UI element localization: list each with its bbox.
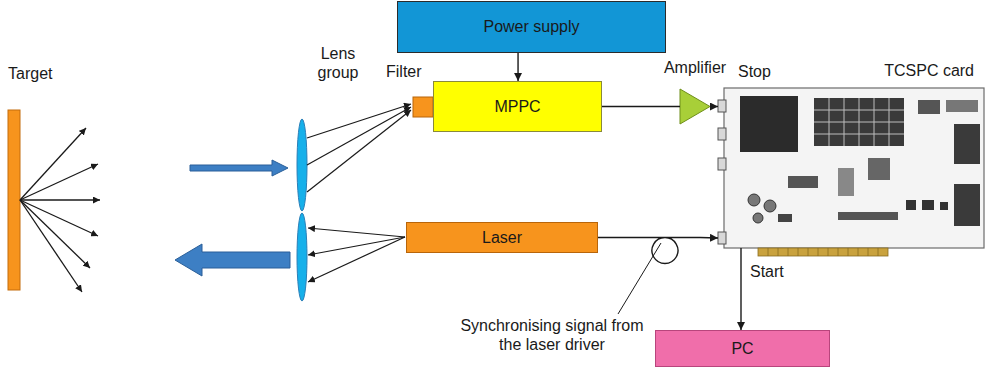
detector-box: MPPC	[433, 81, 602, 132]
leader-line	[618, 243, 661, 314]
pc-box: PC	[655, 330, 830, 367]
transmit-lens	[297, 213, 307, 301]
transmit-rays	[308, 228, 405, 282]
lens-label: Lens group	[310, 44, 366, 82]
component-heading: TCSPC card	[884, 62, 974, 80]
component-heading: Amplifier	[664, 59, 726, 77]
receive-lens	[297, 119, 307, 211]
amplifier-symbol	[680, 89, 710, 124]
tcspc-card-picture	[718, 88, 984, 256]
receive-rays	[307, 104, 411, 192]
signal-connector	[602, 106, 680, 107]
target-label: Target	[8, 64, 52, 83]
return-light-arrow	[190, 160, 288, 176]
laser-box: Laser	[406, 222, 598, 253]
port-label: Stop	[738, 62, 771, 81]
signal-connector	[740, 248, 741, 330]
box-text: Laser	[482, 229, 522, 247]
tcspc-card-node: TCSPC card	[718, 88, 984, 248]
emitted-light-arrow	[175, 244, 290, 276]
filter	[413, 97, 433, 117]
signal-connector	[710, 106, 718, 107]
note-label: Synchronising signal from the laser driv…	[452, 316, 652, 354]
target-plate	[8, 110, 20, 290]
filter-label: Filter	[386, 62, 422, 81]
port-label: Start	[750, 262, 784, 281]
box-text: MPPC	[494, 98, 540, 116]
signal-connector	[598, 238, 718, 264]
signal-connector	[517, 53, 518, 81]
power-supply-box: Power supply	[397, 1, 666, 53]
box-text: Power supply	[483, 18, 579, 36]
scatter-rays	[20, 128, 100, 292]
amplifier-node: Amplifier	[680, 89, 710, 124]
box-text: PC	[731, 340, 753, 358]
